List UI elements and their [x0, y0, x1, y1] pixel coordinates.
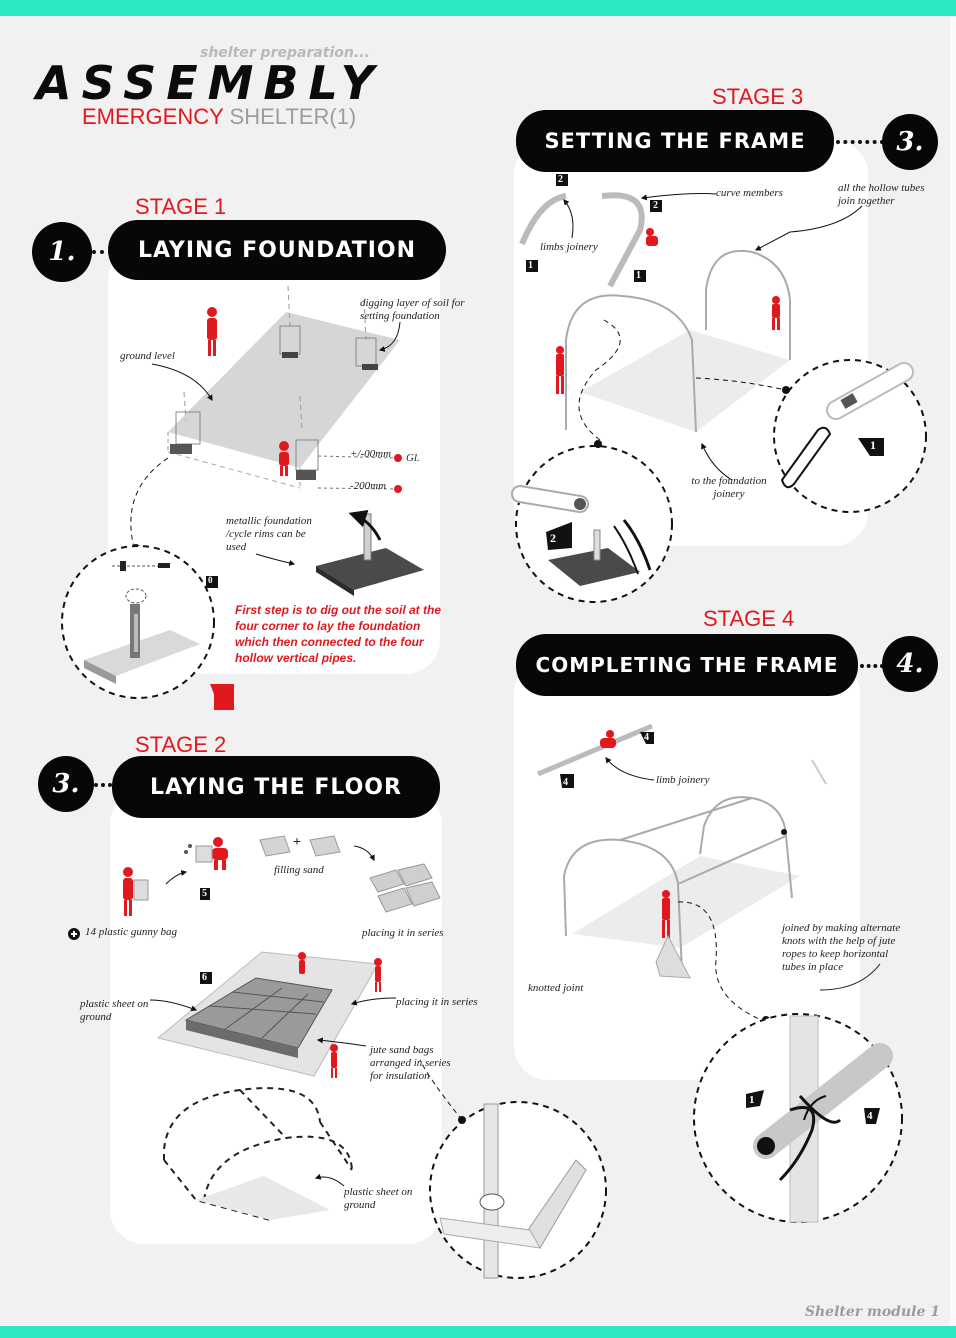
floor-detail-circle	[429, 1101, 607, 1279]
person-standing	[556, 346, 564, 394]
ground-level-note: ground level	[120, 350, 175, 362]
stage4-frame-drawing	[537, 723, 903, 1223]
stage4-marker-1: 1	[749, 1094, 755, 1106]
stage2-floor-drawing	[68, 835, 607, 1279]
red-marker	[210, 684, 234, 710]
limb-joinery-note: limb joinery	[656, 774, 710, 786]
stage1-foundation-drawing	[61, 285, 424, 710]
person-filling	[212, 837, 228, 870]
stage1-zero-marker: 0	[208, 575, 213, 585]
stage4-marker-4c: 4	[867, 1110, 873, 1122]
gunny-bag-note: 14 plastic gunny bag	[85, 926, 177, 938]
stage1-connector	[92, 250, 112, 254]
knotted-joint-note: knotted joint	[528, 982, 584, 994]
plastic-sheet-note-1: plastic sheet on ground	[80, 998, 149, 1023]
stage4-number-badge: 4.	[882, 636, 938, 692]
person-on-floor	[298, 952, 306, 974]
frame-arch	[565, 294, 697, 433]
stage4-marker-4b: 4	[563, 777, 568, 788]
person-standing	[374, 958, 382, 992]
header-subtitle: shelter preparation...	[200, 45, 370, 61]
person-joining-limb	[600, 730, 616, 748]
top-accent-band	[0, 0, 956, 16]
bottom-accent-band	[0, 1326, 956, 1338]
stage2-connector	[94, 783, 112, 787]
placing-series-note-1: placing it in series	[362, 927, 444, 939]
ground-plane	[168, 312, 400, 468]
stage3-connector	[836, 140, 884, 144]
depth-note: -200mm	[350, 480, 387, 492]
stage3-frame-drawing	[511, 174, 927, 603]
stage2-number-badge: 3.	[38, 756, 94, 812]
stage2-marker-5: 5	[202, 888, 207, 899]
stage1-description: First step is to dig out the soil at the…	[235, 603, 442, 665]
footer-label: Shelter module 1	[804, 1304, 940, 1320]
foundation-joinery-note: to the foundation joinery	[691, 475, 767, 500]
foundation-plate	[316, 548, 424, 590]
header-subheading: EMERGENCY SHELTER(1)	[82, 104, 356, 130]
placing-series-note-2: placing it in series	[396, 996, 478, 1008]
filling-sand-note: filling sand	[274, 864, 324, 876]
stage3-heading: SETTING THE FRAME	[516, 110, 834, 172]
shelter-label: SHELTER(1)	[229, 104, 357, 129]
right-edge-strip	[950, 16, 956, 1326]
person-holding-curve	[646, 228, 658, 246]
stage3-marker-1a: 1	[528, 260, 533, 271]
person-figure-digging	[279, 441, 289, 476]
gl-level-note: +/-00mm	[350, 448, 392, 460]
stage3-marker-1b: 1	[636, 270, 641, 281]
stage3-marker-1c: 1	[870, 438, 876, 452]
person-with-bag	[123, 867, 133, 916]
stage3-number-badge: 3.	[882, 114, 938, 170]
stage2-label: STAGE 2	[135, 732, 227, 757]
stage4-marker-4a: 4	[644, 732, 649, 743]
person-bending	[772, 296, 780, 330]
person-tying-knot	[662, 890, 670, 938]
stage3-marker-2a: 2	[558, 174, 563, 185]
hollow-tubes-note: all the hollow tubes join together	[838, 182, 925, 207]
jute-sandbag-note: jute sand bags arranged in series for in…	[370, 1044, 451, 1082]
frame-arch	[705, 249, 791, 360]
plastic-sheet-note-2: plastic sheet on ground	[344, 1186, 413, 1211]
emergency-label: EMERGENCY	[82, 104, 224, 129]
stage1-number-badge: 1.	[32, 222, 92, 282]
curve-members-note: curve members	[716, 187, 783, 199]
stage1-heading: LAYING FOUNDATION	[108, 220, 446, 280]
metallic-note: metallic foundation /cycle rims can be u…	[226, 515, 312, 553]
stage2-marker-6: 6	[202, 972, 207, 983]
jute-rope-note: joined by making alternate knots with th…	[782, 922, 901, 973]
stage2-plus-sign: +	[293, 835, 301, 850]
limbs-joinery-note: limbs joinery	[540, 241, 598, 253]
frame-detail-circle-1	[773, 359, 927, 513]
person-walking	[330, 1044, 338, 1078]
stage4-connector	[860, 664, 884, 668]
stage2-heading: LAYING THE FLOOR	[112, 756, 440, 818]
stage4-heading: COMPLETING THE FRAME	[516, 634, 858, 696]
person-figure	[207, 307, 217, 356]
gl-note: Gl.	[406, 452, 420, 464]
stage3-label: STAGE 3	[712, 84, 804, 109]
page-title: ASSEMBLY	[36, 56, 384, 110]
stage4-label: STAGE 4	[703, 606, 795, 631]
stage1-label: STAGE 1	[135, 194, 227, 219]
sandbag-stack	[369, 863, 441, 913]
stage3-marker-2b: 2	[653, 200, 658, 211]
stage3-marker-2c: 2	[550, 531, 556, 545]
digging-note: digging layer of soil for setting founda…	[360, 297, 465, 322]
